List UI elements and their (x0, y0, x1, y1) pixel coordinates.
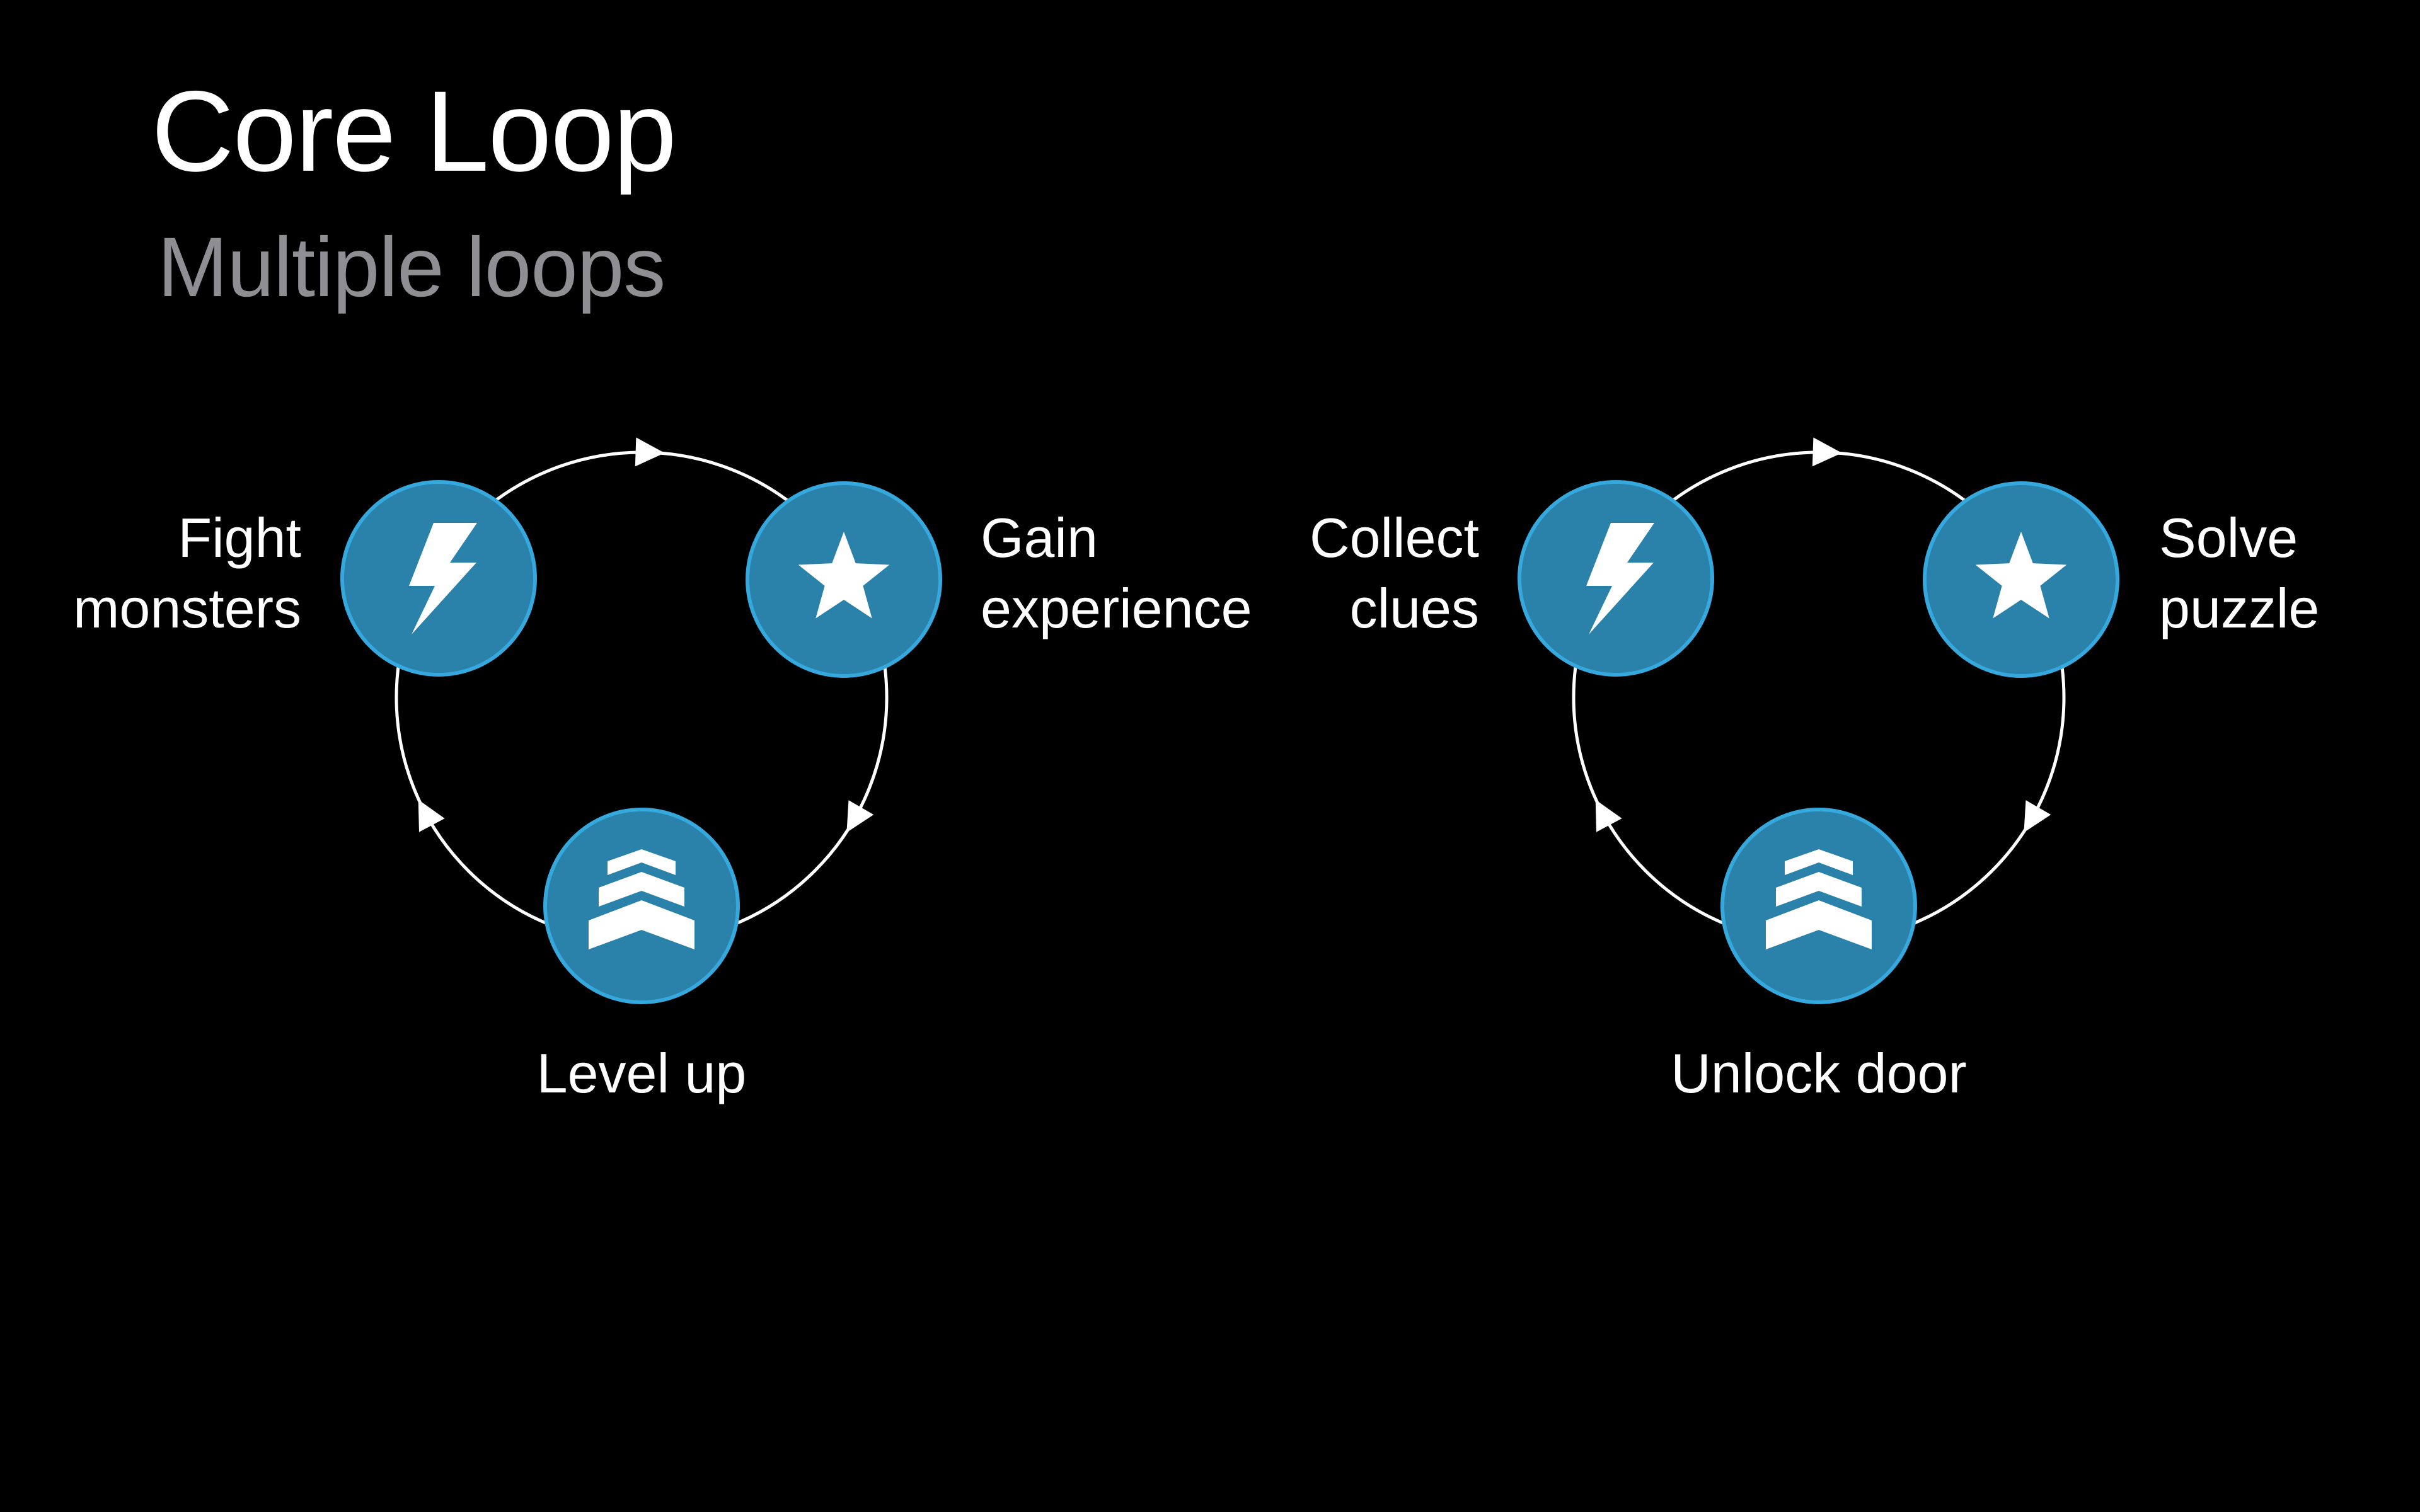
label-fight-monsters: Fight monsters (73, 507, 301, 639)
node-collect (1518, 480, 1714, 677)
chevrons-up-icon (589, 849, 694, 949)
star-icon (1975, 532, 2067, 619)
lightning-bolt-icon (409, 523, 477, 634)
star-icon (798, 532, 890, 619)
chevrons-up-icon (1766, 849, 1872, 949)
slide-title: Core Loop (151, 67, 677, 195)
label-collect-clues: Collect clues (1310, 507, 1479, 639)
label-gain-experience: Gain experience (981, 507, 1252, 639)
node-gain (746, 481, 942, 678)
arrow-collect-to-solve (1812, 437, 1842, 467)
node-unlock (1720, 808, 1917, 1004)
node-solve (1923, 481, 2119, 678)
node-level (543, 808, 740, 1004)
combat-loop (340, 437, 942, 1004)
node-fight (340, 480, 537, 677)
arrow-fight-to-gain (635, 437, 665, 467)
lightning-bolt-icon (1586, 523, 1654, 634)
label-level-up: Level up (536, 1042, 747, 1104)
arrow-unlock-to-collect (1595, 799, 1622, 832)
arrow-solve-to-unlock (2024, 800, 2051, 833)
puzzle-loop (1518, 437, 2119, 1004)
slide-subtitle: Multiple loops (158, 220, 666, 314)
arrow-gain-to-level (846, 800, 874, 833)
label-solve-puzzle: Solve puzzle (2159, 507, 2320, 639)
arrow-level-to-fight (418, 799, 445, 832)
label-unlock-door: Unlock door (1671, 1042, 1967, 1104)
